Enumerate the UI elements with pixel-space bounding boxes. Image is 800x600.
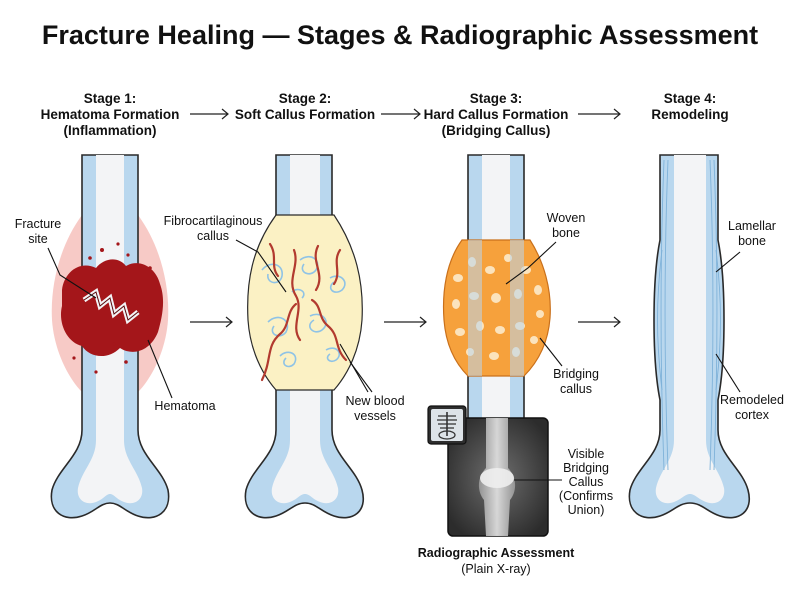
header-arrow-2 bbox=[381, 108, 421, 120]
stage-arrow-1 bbox=[190, 316, 233, 328]
bone-stage-3 bbox=[442, 154, 551, 467]
stage-4-header: Stage 4: Remodeling bbox=[651, 91, 728, 122]
stage-2-name: Soft Callus Formation bbox=[235, 107, 375, 122]
soft-callus bbox=[247, 214, 363, 391]
stage-3-number: Stage 3: bbox=[470, 91, 523, 106]
label-remodeled-cortex-line1: Remodeled bbox=[720, 393, 784, 407]
xray-title: Radiographic Assessment bbox=[418, 546, 575, 560]
stage-2-number: Stage 2: bbox=[279, 91, 332, 106]
stage-2-header: Stage 2: Soft Callus Formation bbox=[235, 91, 375, 122]
fibrocartilage-swirls bbox=[261, 255, 346, 368]
bone-stage-4 bbox=[628, 154, 751, 519]
label-new-vessels-line1: New blood bbox=[345, 394, 404, 408]
marrow-cavity bbox=[655, 155, 725, 504]
stage-1-name: Hematoma Formation bbox=[41, 107, 180, 122]
label-new-vessels-line2: vessels bbox=[354, 409, 396, 423]
label-xray-callus-line2: Bridging bbox=[563, 461, 609, 475]
stage-1-header: Stage 1: Hematoma Formation (Inflammatio… bbox=[41, 91, 180, 138]
stage-4-name: Remodeling bbox=[651, 107, 728, 122]
bone-stage-1 bbox=[50, 154, 170, 519]
stage-3-name: Hard Callus Formation bbox=[424, 107, 569, 122]
blood-vessels bbox=[260, 242, 348, 382]
label-lamellar-bone-line2: bone bbox=[738, 234, 766, 248]
label-fibro-callus-line2: callus bbox=[197, 229, 229, 243]
leader-remodeled-cortex bbox=[715, 353, 741, 393]
stage-4-number: Stage 4: bbox=[664, 91, 717, 106]
stage-3-subtitle: (Bridging Callus) bbox=[442, 123, 551, 138]
xray-subtitle: (Plain X-ray) bbox=[461, 562, 530, 576]
bone-stage-2 bbox=[244, 154, 365, 519]
stage-arrow-3 bbox=[578, 316, 621, 328]
label-woven-bone-line2: bone bbox=[552, 226, 580, 240]
stage-3-header: Stage 3: Hard Callus Formation (Bridging… bbox=[424, 91, 569, 138]
label-bridging-callus-line1: Bridging bbox=[553, 367, 599, 381]
leader-fibro-callus bbox=[235, 239, 287, 293]
leader-woven-bone bbox=[505, 241, 557, 285]
xray-panel bbox=[427, 405, 549, 537]
lamellar-lines bbox=[657, 159, 721, 471]
label-xray-callus-line3: Callus bbox=[569, 475, 604, 489]
stage-1-number: Stage 1: bbox=[84, 91, 137, 106]
leader-fracture-site bbox=[47, 247, 97, 299]
label-fracture-site-line2: site bbox=[28, 232, 48, 246]
leader-lamellar-bone bbox=[715, 251, 741, 273]
stage-arrow-2 bbox=[384, 316, 427, 328]
stage-1-subtitle: (Inflammation) bbox=[64, 123, 157, 138]
page-title: Fracture Healing — Stages & Radiographic… bbox=[42, 20, 758, 50]
label-lamellar-bone-line1: Lamellar bbox=[728, 219, 776, 233]
label-fibro-callus-line1: Fibrocartilaginous bbox=[164, 214, 263, 228]
label-hematoma: Hematoma bbox=[154, 399, 215, 413]
label-woven-bone-line1: Woven bbox=[547, 211, 586, 225]
label-xray-callus-line4: (Confirms bbox=[559, 489, 613, 503]
leader-bridging-callus bbox=[539, 337, 563, 367]
label-fracture-site-line1: Fracture bbox=[15, 217, 62, 231]
label-xray-callus-line5: Union) bbox=[568, 503, 605, 517]
xray-callus bbox=[480, 468, 514, 488]
label-xray-callus-line1: Visible bbox=[568, 447, 605, 461]
leader-hematoma bbox=[147, 339, 173, 399]
label-remodeled-cortex-line2: cortex bbox=[735, 408, 770, 422]
skeleton-xray-icon bbox=[427, 405, 467, 445]
label-bridging-callus-line2: callus bbox=[560, 382, 592, 396]
header-arrow-3 bbox=[578, 108, 621, 120]
leader-new-vessels-b bbox=[349, 361, 373, 393]
header-arrow-1 bbox=[190, 108, 229, 120]
blood-dots bbox=[72, 242, 152, 374]
